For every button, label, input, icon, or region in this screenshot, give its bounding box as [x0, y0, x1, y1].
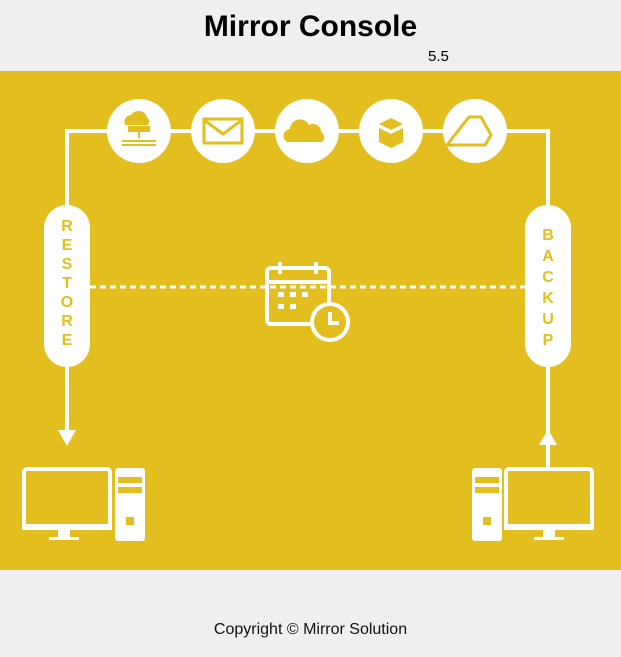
- backup-label: BACKUP: [542, 227, 554, 349]
- mail-icon: [191, 99, 255, 163]
- calendar-clock-icon: [265, 262, 350, 342]
- restore-pill: [44, 205, 90, 367]
- arrow-up-icon: [539, 429, 557, 445]
- dropbox-icon: [359, 99, 423, 163]
- google-drive-icon: [443, 99, 507, 163]
- backup-restore-banner: RESTORE BACKUP: [0, 71, 621, 570]
- backup-pill: [525, 205, 571, 367]
- arrow-down-icon: [58, 430, 76, 446]
- backup-computer-icon: [472, 467, 594, 541]
- restore-computer-icon: [22, 467, 145, 541]
- copyright-text: Copyright © Mirror Solution: [213, 621, 408, 638]
- app-title: Mirror Console: [203, 10, 418, 43]
- version-label: 5.5: [428, 48, 449, 65]
- restore-label: RESTORE: [60, 218, 74, 349]
